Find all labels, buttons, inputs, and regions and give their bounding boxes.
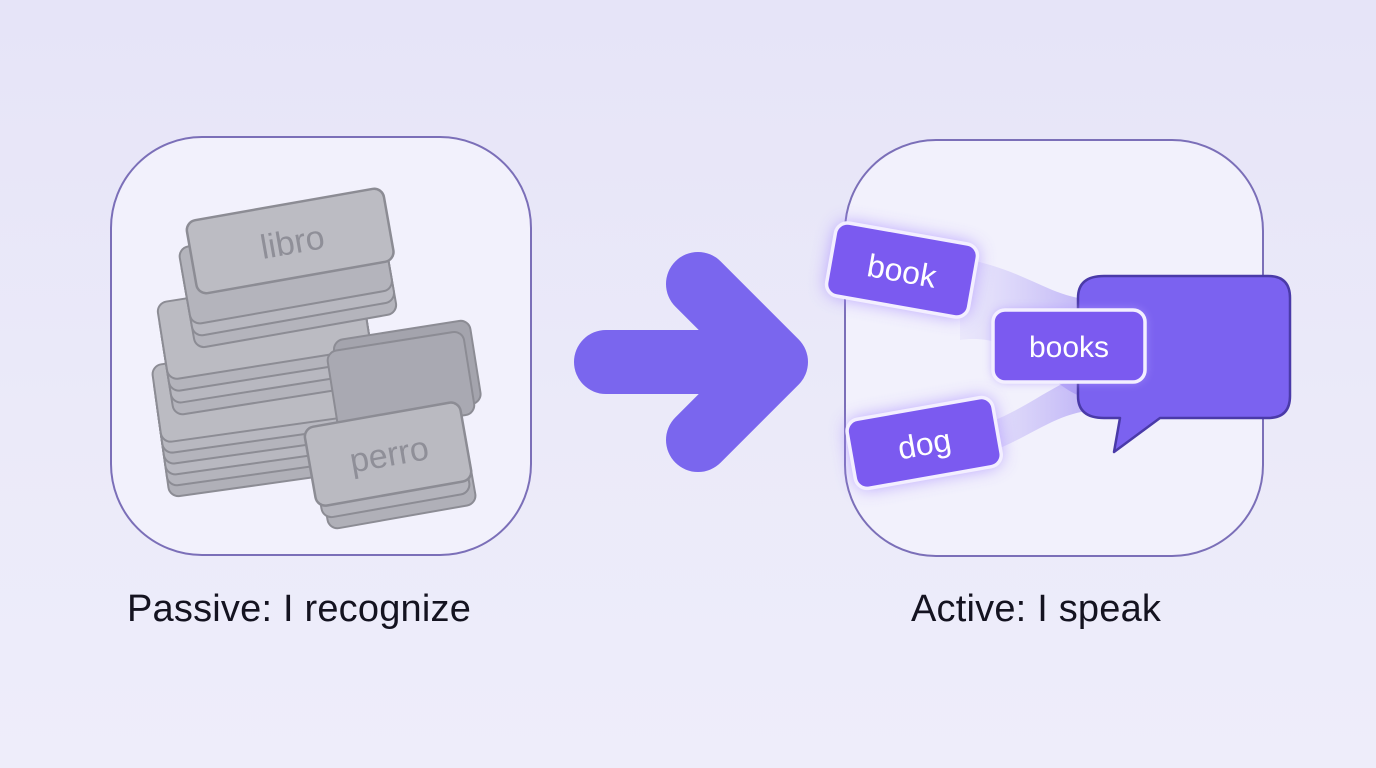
- word-chip-book: book: [824, 221, 980, 319]
- word-chip-books: books: [991, 308, 1147, 384]
- passive-caption: Passive: I recognize: [127, 588, 472, 630]
- flashcard-libro: libro: [185, 187, 395, 295]
- chip-word: books: [1029, 331, 1109, 364]
- flashcard-stack: libro perro: [151, 187, 482, 530]
- active-caption: Active: I speak: [911, 588, 1162, 630]
- arrow-right-icon: [574, 252, 808, 472]
- word-chip-dog: dog: [845, 395, 1003, 491]
- flashcard-perro: perro: [303, 401, 473, 507]
